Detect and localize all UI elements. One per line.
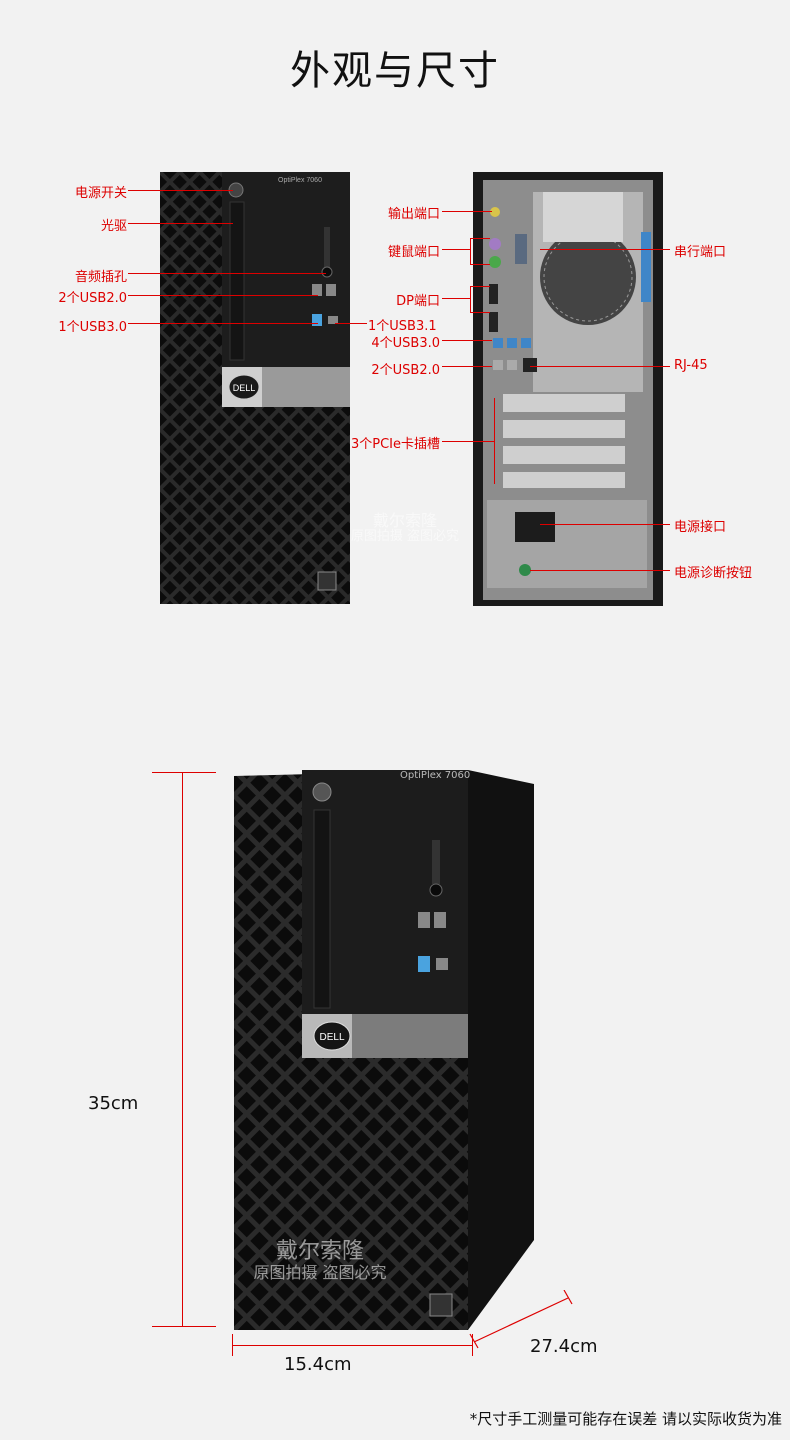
leader-rj45	[530, 366, 670, 367]
watermark-top: 戴尔索隆 原图拍摄 盗图必究	[330, 512, 480, 544]
label-audio-jack: 音频插孔	[74, 270, 127, 285]
label-dp-port: DP端口	[396, 294, 440, 309]
watermark-bottom-line2: 原图拍摄 盗图必究	[253, 1263, 387, 1283]
leader-power-diag-button	[530, 570, 670, 571]
dim-width-right-tick	[472, 1334, 473, 1356]
watermark-bottom-line1: 戴尔索隆	[275, 1239, 364, 1264]
leader-rear-usb20	[442, 366, 492, 367]
rear-view-illustration	[473, 172, 663, 606]
svg-text:OptiPlex 7060: OptiPlex 7060	[278, 177, 322, 184]
bracket-bottom-dp	[470, 312, 490, 313]
leader-front-usb31	[335, 323, 367, 324]
leader-pcie-slots	[442, 441, 494, 442]
label-power-connector: 电源接口	[674, 520, 727, 535]
leader-power-connector	[540, 524, 670, 525]
leader-dp-port	[442, 298, 470, 299]
leader-keyboard-mouse-port	[442, 249, 470, 250]
label-front-usb31: 1个USB3.1	[368, 319, 437, 334]
dim-height-line	[182, 772, 183, 1326]
dim-depth-label: 27.4cm	[530, 1336, 598, 1357]
label-optical-drive: 光驱	[100, 219, 127, 234]
dim-width-label: 15.4cm	[284, 1354, 352, 1375]
leader-front-usb30	[128, 323, 318, 324]
leader-serial-port	[540, 249, 670, 250]
front-view-illustration: DELL OptiPlex 7060	[160, 172, 350, 604]
label-output-port: 输出端口	[387, 207, 440, 222]
dim-height-bottom-tick	[152, 1326, 216, 1327]
label-power-diag-button: 电源诊断按钮	[674, 566, 753, 581]
leader-output-port	[442, 211, 492, 212]
svg-text:DELL: DELL	[233, 383, 256, 393]
measurement-note: *尺寸手工测量可能存在误差 请以实际收货为准	[469, 1410, 782, 1428]
label-front-usb20: 2个USB2.0	[58, 291, 127, 306]
label-keyboard-mouse-port: 键鼠端口	[387, 245, 440, 260]
model-text: OptiPlex 7060	[400, 770, 471, 781]
bracket-keyboard-mouse-port	[470, 238, 471, 264]
label-power-switch: 电源开关	[74, 186, 127, 201]
label-rj45: RJ-45	[674, 358, 708, 373]
label-serial-port: 串行端口	[674, 245, 727, 260]
bracket-pcie-slots	[494, 398, 495, 484]
bracket-bottom-keyboard-mouse	[470, 264, 490, 265]
leader-rear-usb30	[442, 340, 492, 341]
leader-optical-drive	[128, 223, 233, 224]
label-rear-usb30: 4个USB3.0	[371, 336, 440, 351]
watermark-top-line1: 戴尔索隆	[372, 511, 437, 530]
bracket-top-keyboard-mouse	[470, 238, 490, 239]
leader-audio-jack	[128, 273, 326, 274]
perspective-view-illustration: DELL	[234, 770, 534, 1330]
label-pcie-slots: 3个PCIe卡插槽	[350, 437, 440, 452]
dim-depth-line	[469, 1290, 573, 1349]
dim-height-label: 35cm	[88, 1093, 139, 1114]
watermark-top-line2: 原图拍摄 盗图必究	[350, 528, 460, 544]
label-front-usb30: 1个USB3.0	[58, 320, 127, 335]
leader-power-switch	[128, 190, 233, 191]
leader-front-usb20	[128, 295, 318, 296]
dim-width-line	[232, 1345, 472, 1346]
watermark-bottom: 戴尔索隆 原图拍摄 盗图必究	[240, 1239, 400, 1283]
svg-text:DELL: DELL	[319, 1032, 344, 1043]
label-rear-usb20: 2个USB2.0	[371, 363, 440, 378]
bracket-dp-port	[470, 286, 471, 312]
page-title: 外观与尺寸	[290, 48, 500, 94]
dim-height-top-tick	[152, 772, 216, 773]
bracket-top-dp	[470, 286, 490, 287]
